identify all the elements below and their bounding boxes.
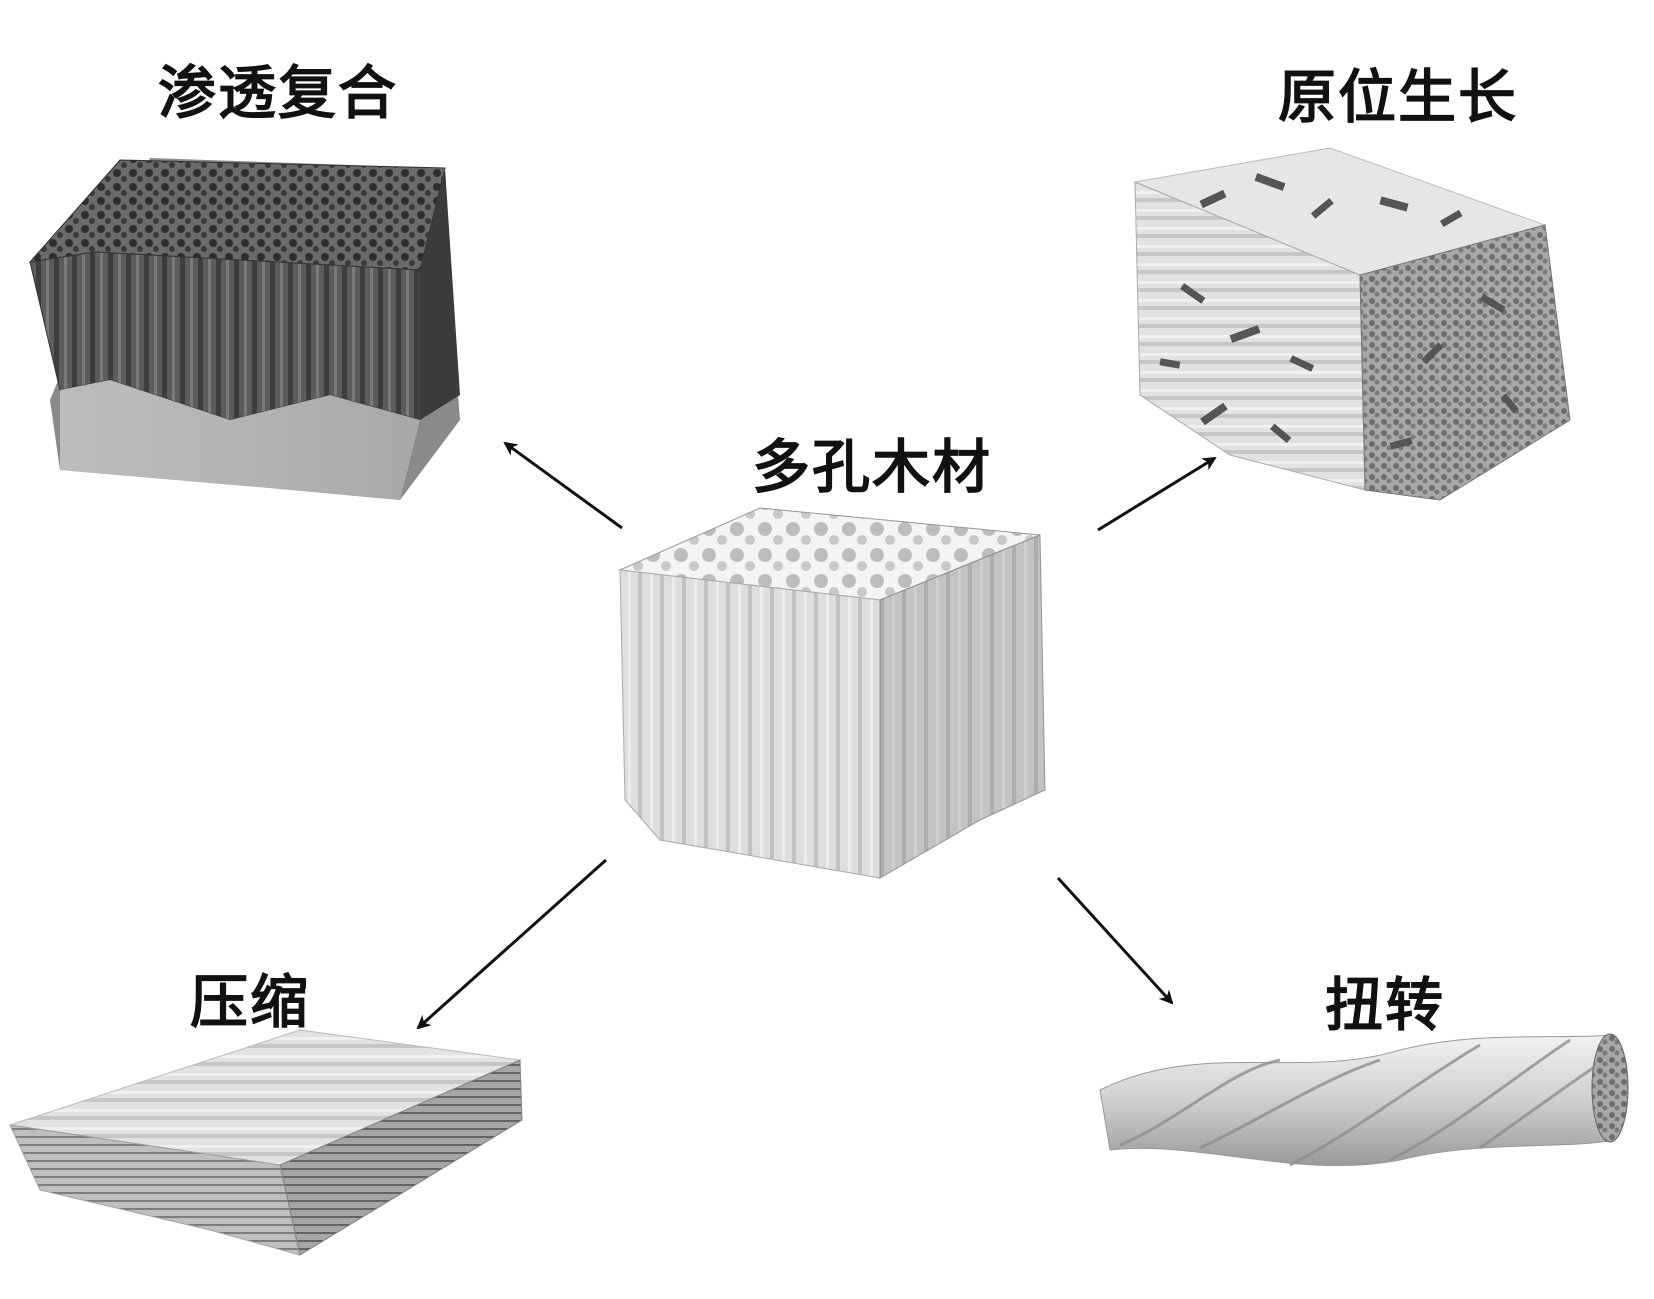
arrow-to-infiltration: [503, 441, 623, 530]
arrow-to-compression: [416, 858, 607, 1030]
arrow-to-in-situ-growth: [1097, 456, 1217, 532]
rope-twist-lines: [1119, 1038, 1606, 1167]
in-situ-growth-block: [1133, 147, 1571, 501]
compression-label: 压缩: [190, 968, 311, 1036]
in-situ-growth-label: 原位生长: [1278, 63, 1519, 131]
infiltration-composite-block: [28, 158, 460, 500]
compressed-wood-sheet: [9, 1029, 523, 1256]
center-label: 多孔木材: [752, 433, 993, 501]
arrow-to-twisting: [1056, 876, 1174, 1005]
porous-wood-cube: [618, 507, 1046, 879]
twisting-label: 扭转: [1325, 971, 1446, 1039]
infiltration-label: 渗透复合: [158, 59, 399, 127]
growth-flakes: [1159, 173, 1519, 450]
arrows: [416, 441, 1217, 1030]
twisted-wood-rope: [1099, 1033, 1629, 1167]
